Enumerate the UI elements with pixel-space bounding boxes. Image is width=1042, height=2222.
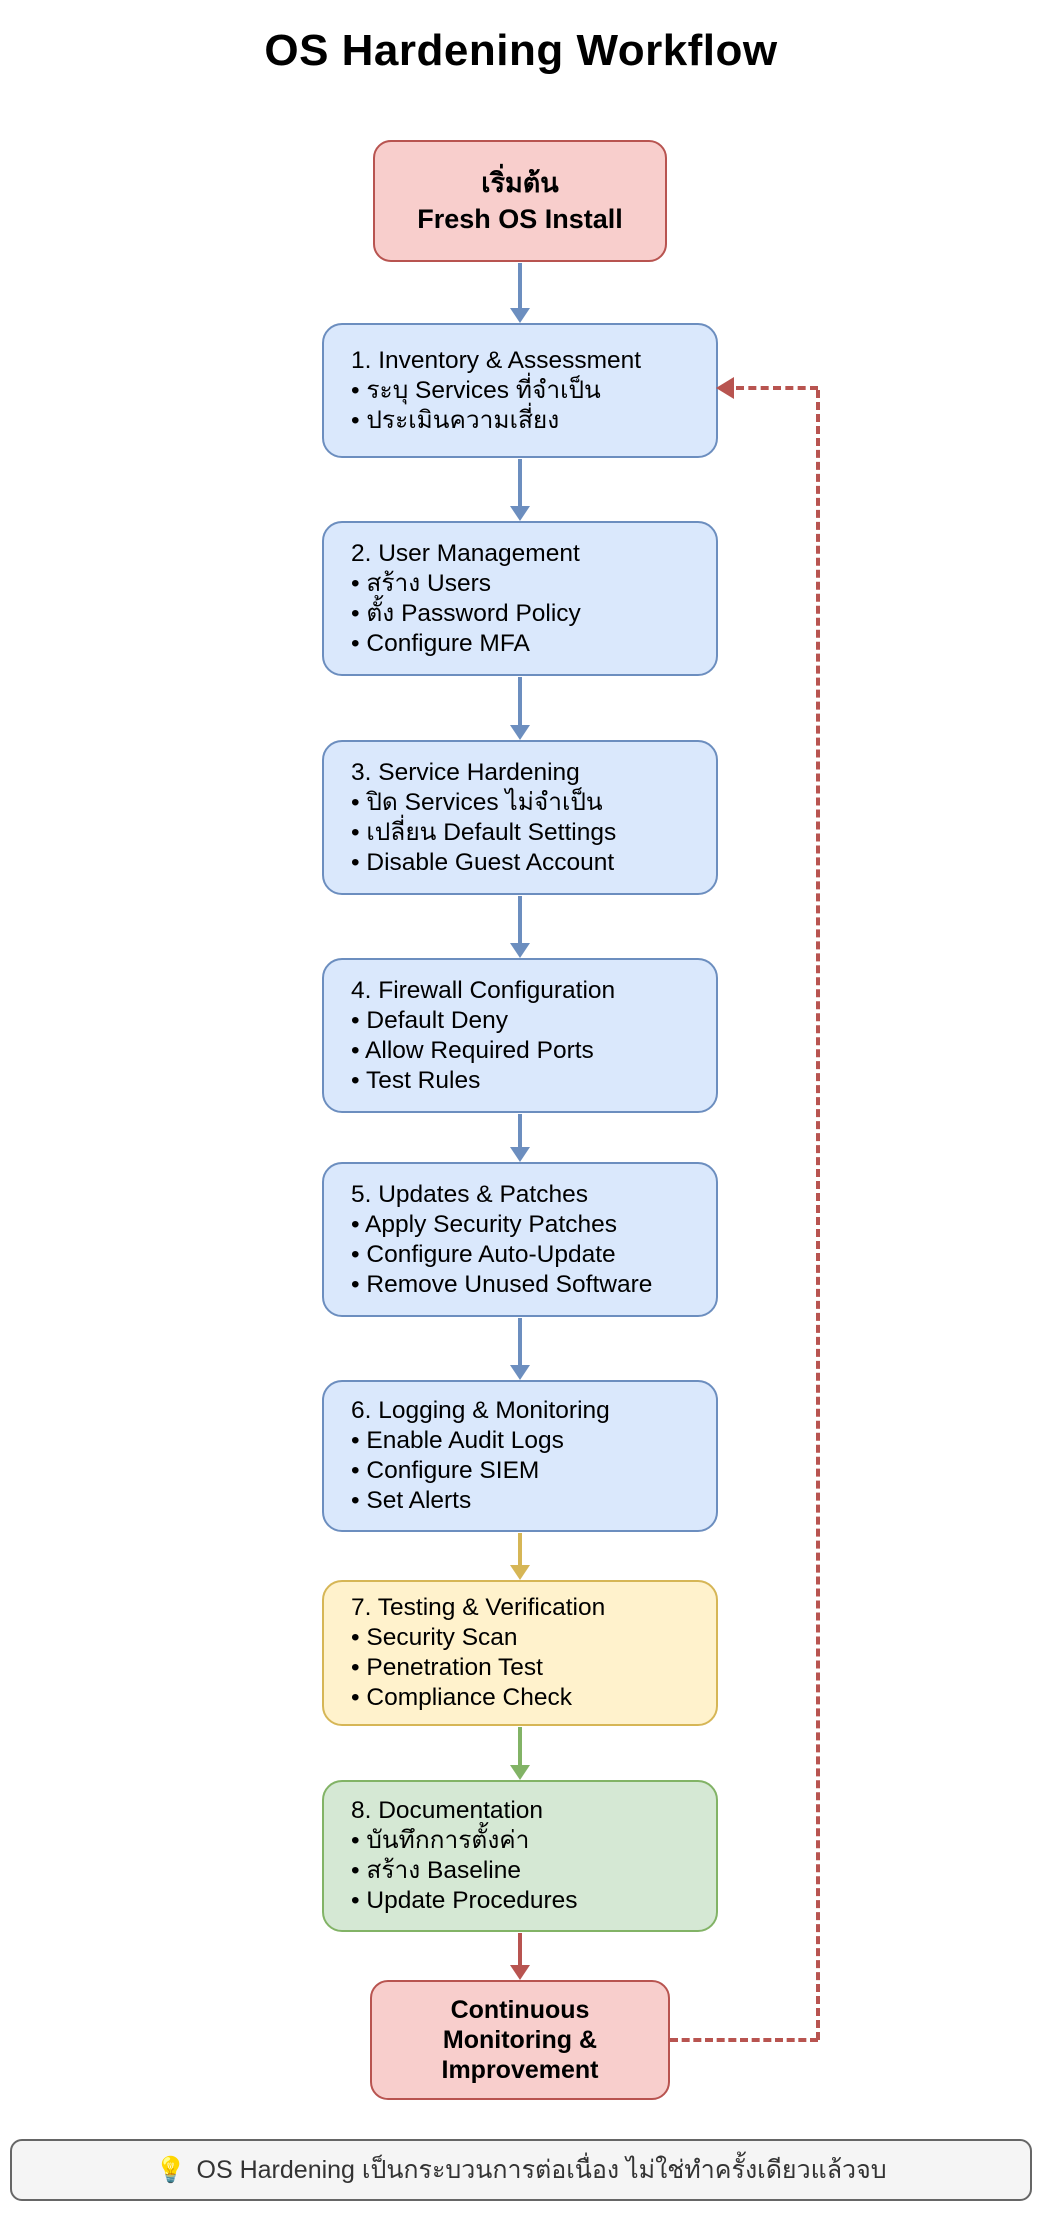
step-title: 2. User Management <box>351 539 580 567</box>
step-bullet: • Test Rules <box>351 1066 481 1094</box>
step-service-hardening: 3. Service Hardening • ปิด Services ไม่จ… <box>322 740 718 895</box>
arrow-down-icon <box>510 1565 530 1580</box>
arrow-step7-to-step8 <box>510 1727 530 1780</box>
note-banner: 💡 OS Hardening เป็นกระบวนการต่อเนื่อง ไม… <box>10 2139 1032 2201</box>
step-title: 1. Inventory & Assessment <box>351 346 642 374</box>
step-bullet: • ระบุ Services ที่จำเป็น <box>351 376 601 404</box>
step-updates-patches: 5. Updates & Patches • Apply Security Pa… <box>322 1162 718 1317</box>
arrow-step3-to-step4 <box>510 896 530 958</box>
arrow-down-icon <box>510 506 530 521</box>
step-title: 8. Documentation <box>351 1797 544 1824</box>
end-node-line2: Monitoring & <box>442 2026 598 2054</box>
step-title: 5. Updates & Patches <box>351 1180 588 1208</box>
note-text: OS Hardening เป็นกระบวนการต่อเนื่อง ไม่ใ… <box>196 2156 887 2184</box>
step-title: 3. Service Hardening <box>351 758 580 786</box>
end-node-line1: Continuous <box>450 1996 590 2024</box>
arrow-down-icon <box>510 725 530 740</box>
arrow-start-to-step1 <box>510 263 530 323</box>
arrow-step2-to-step3 <box>510 677 530 740</box>
step-title: 7. Testing & Verification <box>351 1594 606 1621</box>
arrow-step1-to-step2 <box>510 459 530 521</box>
step-bullet: • Configure Auto-Update <box>351 1240 616 1268</box>
step-bullet: • ปิด Services ไม่จำเป็น <box>351 788 603 816</box>
step-bullet: • บันทึกการตั้งค่า <box>351 1827 530 1854</box>
step-title: 4. Firewall Configuration <box>351 976 616 1004</box>
arrow-shaft <box>518 459 522 507</box>
page-title: OS Hardening Workflow <box>264 26 778 75</box>
arrow-down-icon <box>510 1765 530 1780</box>
arrow-down-icon <box>510 943 530 958</box>
arrow-shaft <box>518 1727 522 1766</box>
arrow-step5-to-step6 <box>510 1318 530 1380</box>
feedback-line-bottom <box>670 2038 818 2042</box>
step-bullet: • Configure SIEM <box>351 1457 540 1484</box>
arrow-shaft <box>518 1533 522 1566</box>
step-testing-verification: 7. Testing & Verification • Security Sca… <box>322 1580 718 1726</box>
arrow-shaft <box>518 677 522 726</box>
start-node: เริ่มต้น Fresh OS Install <box>373 140 667 262</box>
lightbulb-icon: 💡 <box>155 2155 187 2184</box>
step-documentation: 8. Documentation • บันทึกการตั้งค่า • สร… <box>322 1780 718 1932</box>
arrow-step8-to-end <box>510 1933 530 1980</box>
step-bullet: • Default Deny <box>351 1006 509 1034</box>
feedback-line-vertical <box>816 390 820 2040</box>
step-logging-monitoring: 6. Logging & Monitoring • Enable Audit L… <box>322 1380 718 1532</box>
step-bullet: • Disable Guest Account <box>351 848 615 876</box>
step-bullet: • สร้าง Baseline <box>351 1857 522 1884</box>
arrow-step6-to-step7 <box>510 1533 530 1580</box>
step-bullet: • ตั้ง Password Policy <box>351 599 581 627</box>
step-bullet: • Allow Required Ports <box>351 1036 594 1064</box>
step-bullet: • Remove Unused Software <box>351 1270 653 1298</box>
step-firewall-configuration: 4. Firewall Configuration • Default Deny… <box>322 958 718 1113</box>
arrow-shaft <box>518 896 522 944</box>
end-node-line3: Improvement <box>441 2056 599 2084</box>
step-bullet: • Update Procedures <box>351 1887 578 1914</box>
arrow-shaft <box>518 1114 522 1148</box>
step-bullet: • Enable Audit Logs <box>351 1427 564 1454</box>
step-title: 6. Logging & Monitoring <box>351 1397 610 1424</box>
step-bullet: • ประเมินความเสี่ยง <box>351 406 560 434</box>
step-bullet: • Penetration Test <box>351 1654 543 1681</box>
step-bullet: • สร้าง Users <box>351 569 492 597</box>
arrow-down-icon <box>510 308 530 323</box>
step-bullet: • เปลี่ยน Default Settings <box>351 818 617 846</box>
arrow-left-icon <box>716 377 734 399</box>
start-node-line2: Fresh OS Install <box>417 204 623 234</box>
arrow-down-icon <box>510 1147 530 1162</box>
step-bullet: • Compliance Check <box>351 1684 573 1711</box>
arrow-shaft <box>518 263 522 309</box>
step-bullet: • Apply Security Patches <box>351 1210 617 1238</box>
arrow-step4-to-step5 <box>510 1114 530 1162</box>
feedback-line-top <box>736 386 818 390</box>
end-node-continuous-monitoring: Continuous Monitoring & Improvement <box>370 1980 670 2100</box>
arrow-down-icon <box>510 1965 530 1980</box>
step-bullet: • Security Scan <box>351 1624 518 1651</box>
step-inventory-assessment: 1. Inventory & Assessment • ระบุ Service… <box>322 323 718 458</box>
step-user-management: 2. User Management • สร้าง Users • ตั้ง … <box>322 521 718 676</box>
start-node-line1: เริ่มต้น <box>481 168 559 198</box>
arrow-shaft <box>518 1933 522 1966</box>
step-bullet: • Set Alerts <box>351 1487 472 1514</box>
arrow-down-icon <box>510 1365 530 1380</box>
step-bullet: • Configure MFA <box>351 629 530 657</box>
arrow-shaft <box>518 1318 522 1366</box>
